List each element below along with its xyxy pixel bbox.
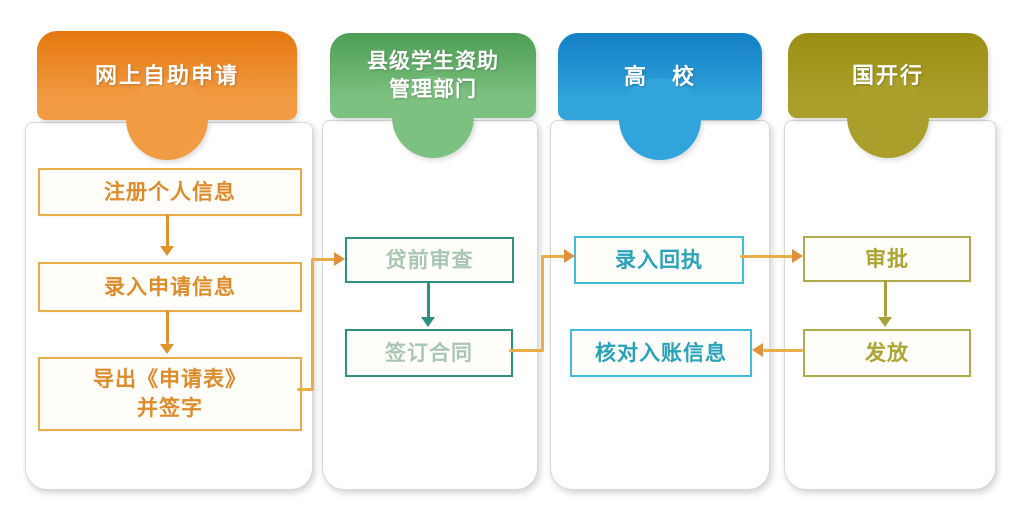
- arrowhead-receipt-to-approval: [792, 249, 803, 263]
- step-disbursement: 发放: [803, 329, 971, 377]
- header-line: 国开行: [851, 62, 924, 88]
- step-approval: 审批: [803, 236, 971, 282]
- header-tab-bump: [392, 76, 474, 158]
- arrowhead-register-to-enter: [160, 246, 174, 256]
- connector-export-to-review-seg3: [313, 258, 335, 261]
- step-register-personal-info: 注册个人信息: [38, 168, 302, 216]
- step-label: 审批: [865, 247, 909, 271]
- card-county-student-aid-dept: [322, 120, 538, 490]
- step-export-form-and-sign: 导出《申请表》 并签字: [38, 357, 302, 431]
- arrowhead-approval-to-disburse: [878, 317, 892, 327]
- arrow-enter-to-export: [166, 310, 169, 344]
- arrowhead-export-to-review: [334, 252, 345, 266]
- header-online-self-application: 网上自助申请: [37, 31, 297, 160]
- step-pre-loan-review: 贷前审查: [345, 237, 514, 283]
- step-label: 签订合同: [385, 341, 473, 365]
- header-line: 县级学生资助: [367, 49, 499, 73]
- header-university: 高 校: [558, 33, 762, 160]
- arrow-approval-to-disburse: [884, 280, 887, 317]
- step-label: 注册个人信息: [104, 180, 236, 204]
- arrow-register-to-enter: [166, 214, 169, 248]
- header-tab-bump: [619, 78, 701, 160]
- arrowhead-enter-to-export: [160, 344, 174, 354]
- step-label: 核对入账信息: [595, 341, 727, 365]
- connector-disburse-to-verify-seg: [763, 349, 803, 352]
- card-china-development-bank: [784, 120, 996, 490]
- step-enter-application-info: 录入申请信息: [38, 262, 302, 312]
- header-tab-bump: [126, 78, 208, 160]
- header-label: 高 校: [624, 63, 696, 91]
- header-line: 管理部门: [389, 77, 477, 101]
- connector-contract-to-receipt-seg3: [543, 255, 565, 258]
- connector-contract-to-receipt-seg1: [509, 349, 544, 352]
- step-label-line2: 并签字: [137, 397, 203, 420]
- step-sign-contract: 签订合同: [345, 329, 513, 377]
- connector-receipt-to-approval-seg: [740, 255, 793, 258]
- card-university: [550, 120, 770, 490]
- step-label: 发放: [865, 341, 909, 365]
- arrow-review-to-contract: [427, 281, 430, 318]
- step-enter-receipt: 录入回执: [574, 236, 744, 284]
- step-verify-deposit-info: 核对入账信息: [570, 329, 752, 377]
- header-line: 高 校: [623, 63, 696, 89]
- header-china-development-bank: 国开行: [788, 33, 988, 158]
- step-label: 录入申请信息: [104, 275, 236, 299]
- header-label: 国开行: [852, 62, 924, 90]
- connector-contract-to-receipt-seg2: [541, 255, 544, 352]
- step-label: 贷前审查: [385, 248, 474, 272]
- header-county-student-aid-dept: 县级学生资助 管理部门: [330, 33, 536, 158]
- connector-export-to-review-seg2: [311, 258, 314, 391]
- arrowhead-disburse-to-verify: [752, 343, 763, 357]
- arrowhead-review-to-contract: [421, 317, 435, 327]
- header-label: 县级学生资助 管理部门: [367, 48, 499, 104]
- connector-export-to-review-seg1: [297, 388, 314, 391]
- header-tab-bump: [847, 76, 929, 158]
- header-line: 网上自助申请: [94, 62, 239, 88]
- step-label-line1: 导出《申请表》: [93, 368, 247, 391]
- step-label: 录入回执: [615, 248, 703, 272]
- header-label: 网上自助申请: [95, 62, 239, 90]
- arrowhead-contract-to-receipt: [564, 249, 575, 263]
